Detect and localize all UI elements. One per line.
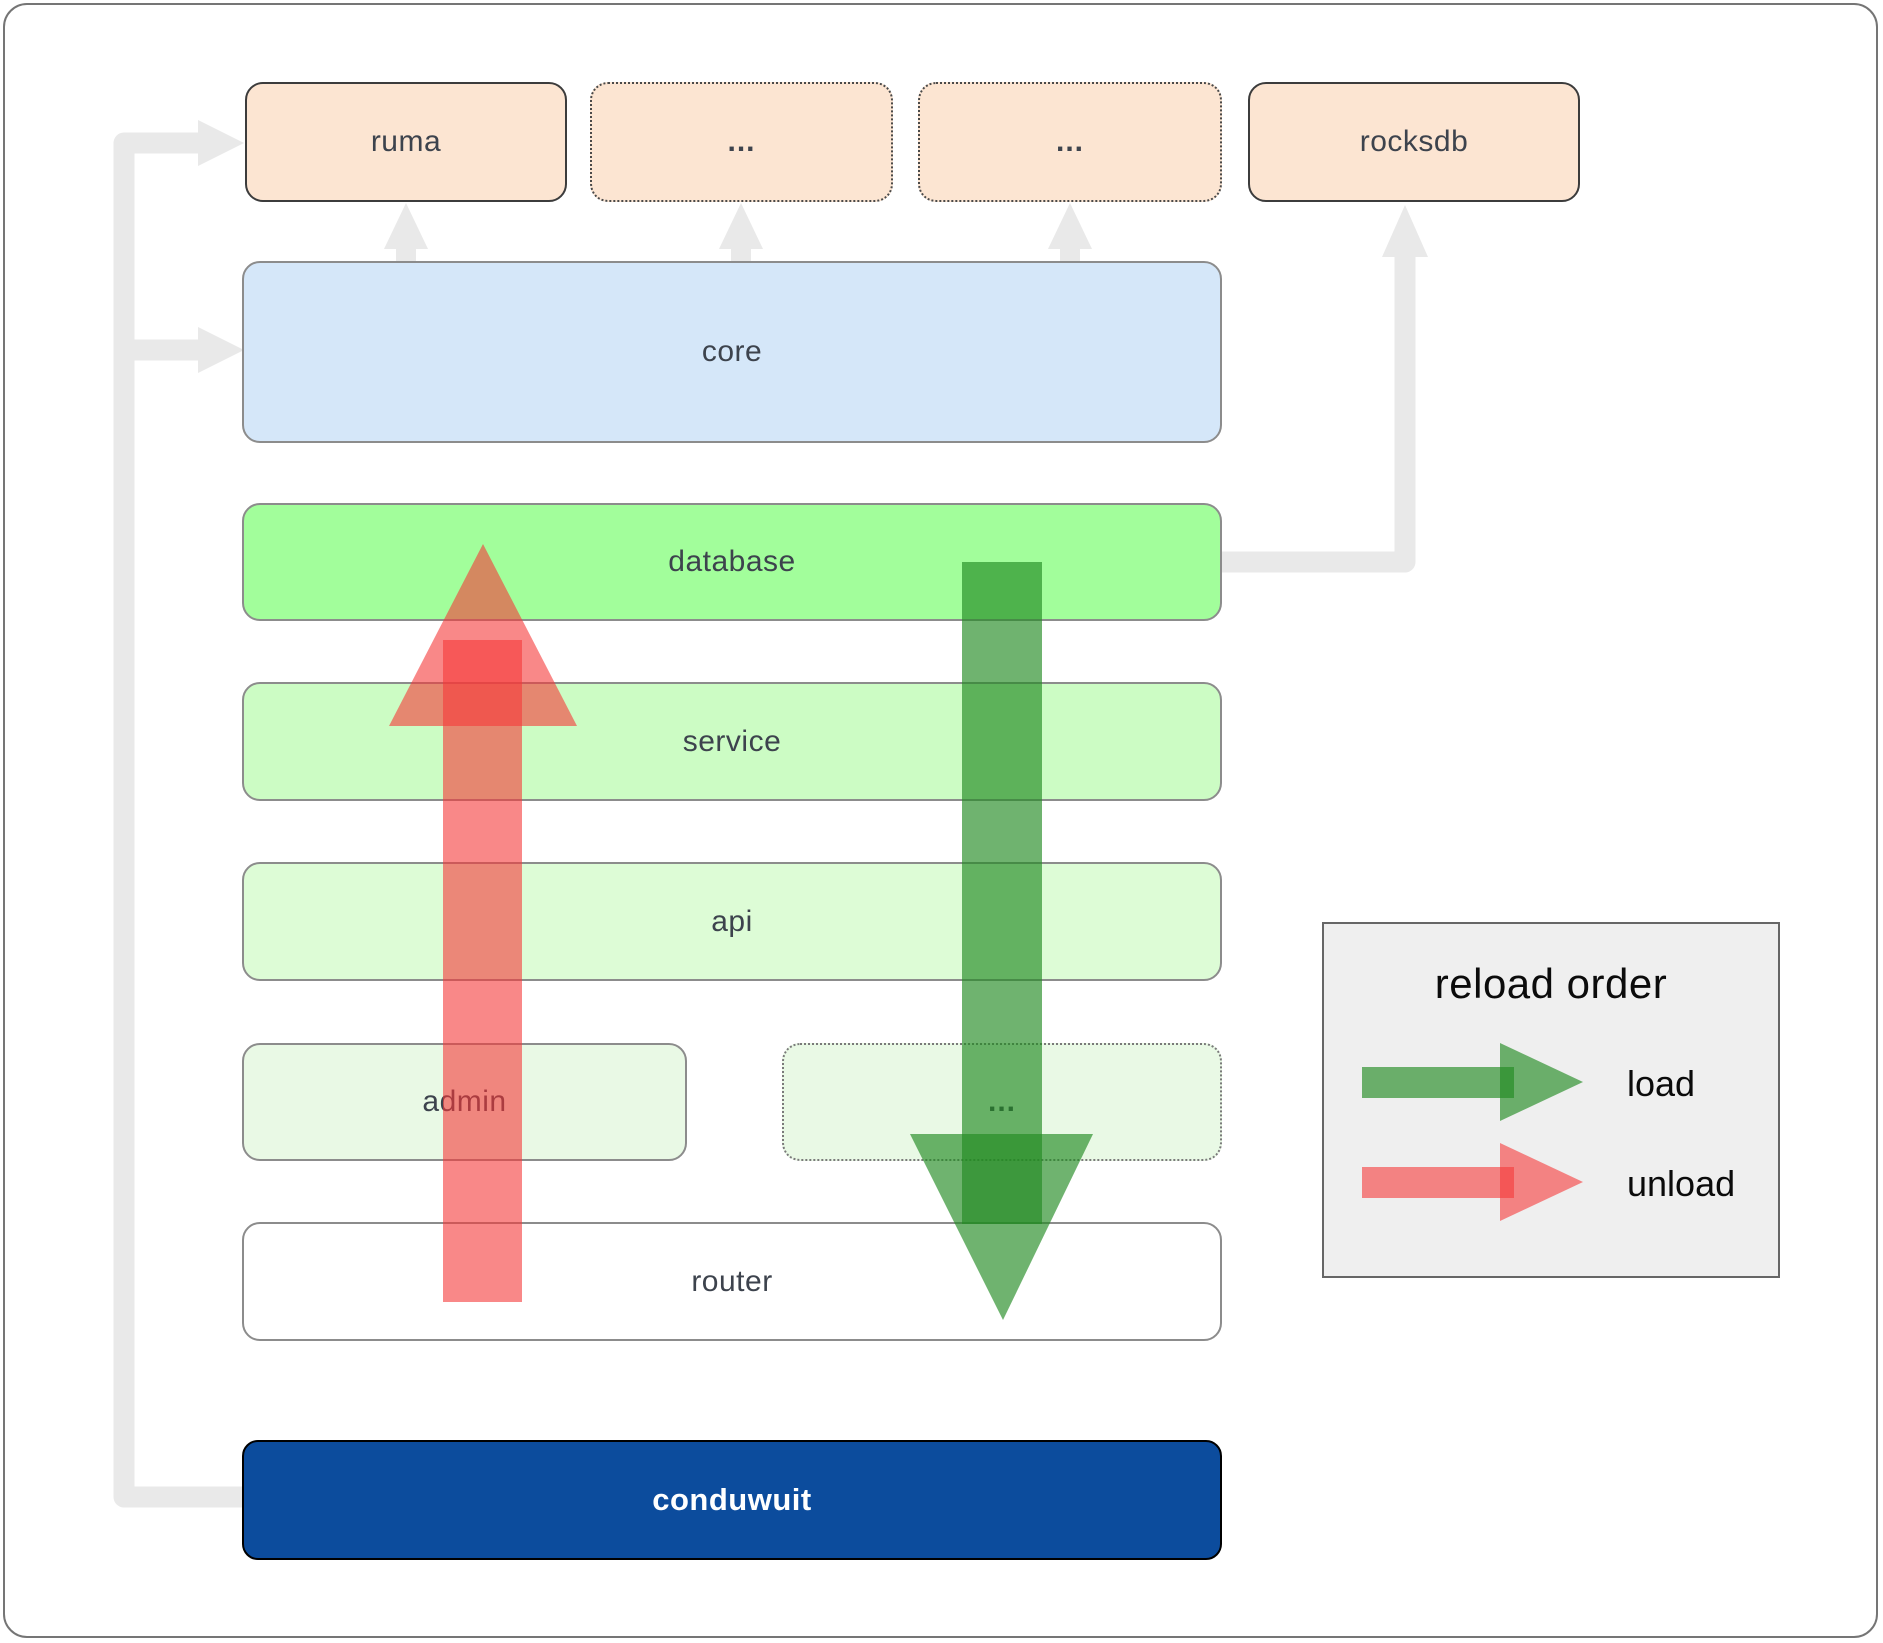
arrow-core-to-ruma-icon <box>384 203 428 261</box>
node-service: service <box>242 682 1222 801</box>
node-admin-label: admin <box>422 1085 507 1118</box>
node-database: database <box>242 503 1222 621</box>
node-admin: admin <box>242 1043 687 1161</box>
node-router: router <box>242 1222 1222 1341</box>
legend-load-label: load <box>1627 1063 1696 1104</box>
connector-conduwuit-to-ruma <box>113 132 242 1508</box>
node-conduwuit: conduwuit <box>242 1440 1222 1560</box>
connector-database-to-rocksdb <box>1222 255 1416 573</box>
node-conduwuit-label: conduwuit <box>652 1482 812 1517</box>
node-ellipsis-c: ... <box>782 1043 1222 1161</box>
node-ellipsis-b: ... <box>918 82 1222 202</box>
node-core-label: core <box>701 335 763 368</box>
arrow-core-to-ellipsis-b-icon <box>1048 203 1092 261</box>
legend-unload-label: unload <box>1627 1163 1736 1204</box>
node-service-label: service <box>682 724 782 758</box>
node-database-label: database <box>668 545 796 578</box>
node-rocksdb: rocksdb <box>1248 82 1580 202</box>
node-ruma-label: ruma <box>370 125 442 158</box>
arrowhead-to-core-icon <box>198 327 244 373</box>
arrowhead-to-ruma-icon <box>198 120 244 166</box>
node-rocksdb-label: rocksdb <box>1359 125 1469 158</box>
node-ruma: ruma <box>245 82 567 202</box>
node-api-label: api <box>711 904 753 938</box>
node-ellipsis-c-label: ... <box>987 1085 1016 1118</box>
outer-frame <box>3 3 1878 1638</box>
legend-title: reload order <box>1434 960 1668 1007</box>
node-ellipsis-b-label: ... <box>1055 125 1084 158</box>
arrowhead-to-rocksdb-icon <box>1382 205 1428 257</box>
node-router-label: router <box>691 1264 773 1298</box>
arrow-core-to-ellipsis-a-icon <box>719 203 763 261</box>
node-api: api <box>242 862 1222 981</box>
legend-panel: reload order load unload <box>1322 922 1780 1278</box>
node-ellipsis-a-label: ... <box>727 125 756 158</box>
node-ellipsis-a: ... <box>590 82 893 202</box>
node-core: core <box>242 261 1222 443</box>
